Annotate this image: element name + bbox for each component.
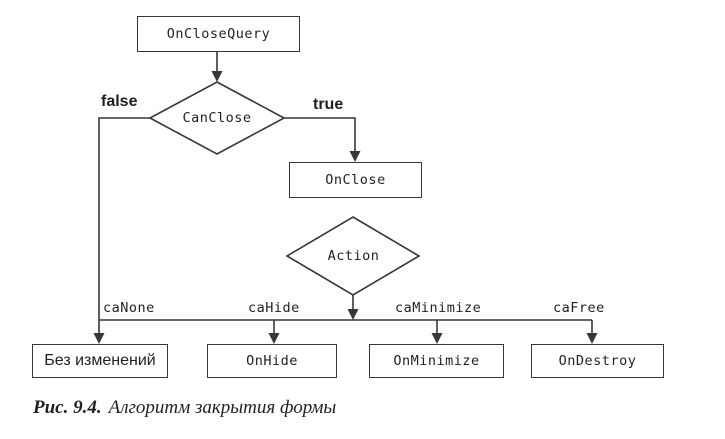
arrowhead-onhide (268, 333, 280, 344)
node-onminimize: OnMinimize (369, 344, 504, 378)
edge-true-branch (284, 117, 356, 151)
arrowhead-onclose (349, 151, 361, 162)
caption-number: Рис. 9.4. (33, 397, 102, 418)
caption-title: Алгоритм закрытия формы (108, 397, 337, 418)
arrowhead-rail (347, 309, 359, 320)
arrowhead-ondestroy (586, 333, 598, 344)
arrowhead-no-changes (93, 333, 105, 344)
arrowhead-onminimize (431, 333, 443, 344)
node-onhide: OnHide (207, 344, 337, 378)
branch-label-false: false (101, 93, 138, 110)
node-onclosequery: OnCloseQuery (137, 16, 300, 52)
node-ondestroy: OnDestroy (531, 344, 664, 378)
arrowhead-canclose (211, 71, 223, 82)
decision-canclose-shape (148, 81, 286, 155)
node-no-changes: Без изменений (32, 344, 168, 378)
branch-label-cafree: caFree (553, 300, 605, 316)
decision-action-label: Action (327, 248, 380, 264)
branch-label-caminimize: caMinimize (395, 300, 482, 316)
edge-false-branch (98, 117, 150, 333)
decision-canclose-label: CanClose (182, 110, 252, 126)
branch-label-canone: caNone (103, 300, 155, 316)
figure-caption: Рис. 9.4. Алгоритм закрытия формы (33, 397, 336, 419)
branch-label-cahide: caHide (248, 300, 300, 316)
decision-action-shape (285, 216, 421, 296)
branch-label-true: true (313, 96, 344, 113)
node-onclose: OnClose (289, 162, 422, 198)
